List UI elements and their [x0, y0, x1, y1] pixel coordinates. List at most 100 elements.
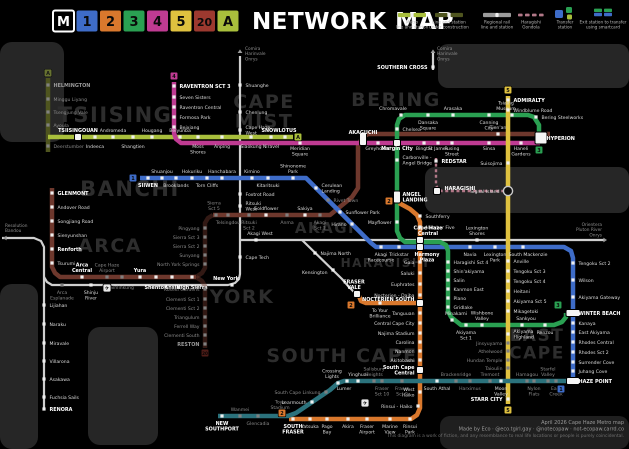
offmap-label: Onrys	[437, 56, 450, 62]
station-sankyou-marker	[520, 323, 524, 327]
station-deerstumber-label: Deerstumber	[54, 144, 84, 150]
station-gridlake-marker	[446, 305, 450, 309]
region-label-tsiising: TSIISING	[58, 103, 173, 127]
station-kanaya-label: Kanaya	[579, 321, 596, 327]
offmap-label: Harinvale	[245, 51, 266, 57]
region-label-york: YORK	[209, 286, 275, 308]
station-andromeda-label: Andromeda	[100, 128, 127, 134]
station-marine-view-label: Marine	[382, 424, 398, 430]
station-cerulean-landing-label: Cerulean	[322, 183, 343, 189]
station-ritsuki-sct-2-marker	[247, 213, 251, 217]
station-miravale-label: Miravale	[50, 341, 70, 347]
station-arasaka-marker	[451, 113, 455, 117]
station-carbonville-angel-bridge-label: Angel Bridge	[403, 160, 433, 166]
station-nylon-flats-label: Flats	[529, 392, 541, 398]
station-fusing-street-marker	[450, 141, 454, 145]
legend-item-label: Gondola	[522, 25, 540, 30]
station-fusing-street-label: Street	[445, 152, 459, 158]
header-line-badge-2: 2	[100, 10, 121, 32]
map-panel	[0, 284, 38, 449]
offmap-label: Harinvale	[437, 51, 458, 57]
station-nylon-flats-marker	[532, 379, 536, 383]
station-tsurumi-label: Tsurumi	[57, 261, 76, 267]
station-saluki-label: Saluki	[401, 271, 415, 277]
station-fusing-street-label: Fusing	[445, 146, 460, 152]
station-hirano-marker	[350, 222, 354, 226]
station-andover-road-label: Andover Road	[58, 205, 90, 211]
station-nocterien-south-label: NOCTERIEN SOUTH	[362, 297, 414, 303]
station-admiralty-label: ADMIRALTY	[514, 98, 546, 104]
station-sakiya-label: Sakiya	[297, 206, 312, 212]
station-harximus-marker	[468, 379, 472, 383]
station-wanmei-marker	[238, 414, 242, 418]
station-trickstar-label: Trickstar	[388, 252, 408, 258]
map-line-badge-A: A	[293, 132, 303, 142]
station-shuanghe-marker	[238, 83, 242, 87]
station-shinju-river-label: Shinju	[84, 290, 98, 296]
badge-box	[200, 348, 210, 358]
station-fraser-sct-10-marker	[380, 379, 384, 383]
station-arca-central-marker	[80, 275, 84, 279]
station-tien-an-label: Tien'an	[489, 125, 507, 131]
station-southferry-label: Southferry	[426, 214, 450, 220]
legend-station-tick	[447, 12, 451, 18]
badge-box	[503, 85, 513, 95]
airplane-icon	[360, 398, 370, 408]
transit-regional-fraser	[301, 239, 356, 294]
station-sunyang-label: Sunyang	[179, 253, 199, 259]
badge-box	[76, 10, 98, 32]
offmap-label: Onrys	[589, 232, 602, 238]
smartcard-exit-icon	[594, 8, 602, 12]
station-brooklands-label: Brooklands	[163, 183, 189, 189]
station-south-mackenzie-marker	[521, 245, 525, 249]
station-number-five-label: Number Five	[426, 225, 455, 231]
station-lexington-park-label: Lexington	[484, 252, 507, 258]
station-haragishi-interchange-marker	[433, 187, 441, 195]
airport-icon-group: ✈	[102, 283, 112, 293]
station-fraser-sct-9-label: Sct 9	[396, 392, 408, 398]
station-clementi-south-label: Clementi South	[164, 333, 199, 339]
station-haragishi-sct-4-marker	[446, 260, 450, 264]
station-lexington-shores-label: Shores	[469, 231, 485, 237]
map-line-badge-A: A	[43, 68, 53, 78]
station-nanmon-marker	[418, 349, 422, 353]
station-gaia-label: Gaia	[404, 260, 415, 266]
station-bingtai-label: Bingtai	[416, 146, 432, 152]
station-najima-north-marker	[313, 251, 317, 255]
station-akagi-racecourse-marker	[379, 245, 383, 249]
station-tsiisingouan-interchange-marker	[74, 133, 82, 141]
station-raventron-central-label: Raventron Central	[180, 105, 222, 111]
station-surrender-cove-label: Surrender Cove	[579, 360, 615, 366]
station-southern-cross-marker	[431, 65, 435, 69]
station-haze-point-label: HAZE POINT	[579, 379, 613, 385]
station-songjiang-road-marker	[50, 219, 54, 223]
station-nocterien-daiba-marker	[418, 293, 422, 297]
station-cape-haze-central-label: Cape Haze	[414, 226, 444, 232]
station-akagi-racecourse-label: Akagi	[375, 252, 388, 258]
transfer-station-icon	[555, 10, 563, 18]
station-navia-label: Navia	[463, 252, 476, 258]
map-line-badge-3: 3	[534, 145, 544, 155]
badge-text: 3	[129, 15, 138, 30]
station-kitaritsuki-marker	[266, 176, 270, 180]
station-athelwood-marker	[506, 349, 510, 353]
station-meridian-square-label: Meridian	[290, 146, 310, 152]
badge-box	[147, 10, 168, 32]
station-heitani-marker	[506, 289, 510, 293]
region-label-akagi: AKAGI	[295, 219, 355, 237]
offmap-label: Comira	[437, 46, 453, 52]
station-jinsyuyama-marker	[506, 341, 510, 345]
airport-icon-group: ✈	[360, 398, 370, 408]
station-signal-island-label: Signal Island	[470, 189, 499, 195]
station-bering-steelworks-label: Bering Steelworks	[542, 115, 584, 121]
map-panel	[88, 327, 158, 445]
station-hyperion-label: HYPERION	[547, 136, 575, 142]
station-akitobashi-marker	[418, 358, 422, 362]
station-tanguuan-marker	[418, 311, 422, 315]
station-harximus-label: Harximus	[459, 386, 481, 392]
badge-text: 1	[559, 387, 563, 393]
station-goldflower-label: Goldflower	[254, 206, 279, 212]
station-chenlung-marker	[238, 110, 242, 114]
